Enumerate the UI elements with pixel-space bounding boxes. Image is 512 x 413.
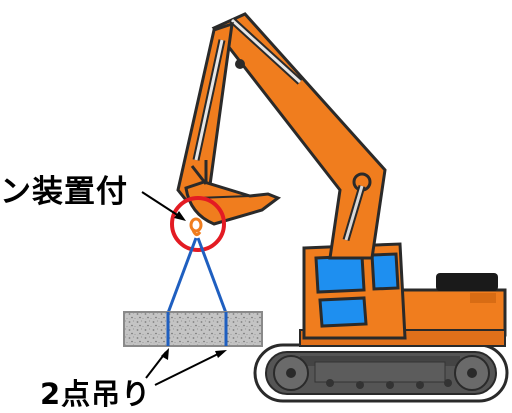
crawler-track [253,343,509,403]
excavator-body [299,242,507,347]
cab-windows [314,252,400,328]
highlight-circle [170,196,226,252]
callout-arrow-hook [141,191,186,221]
hook-attachment [189,217,203,237]
boom [211,12,387,260]
hook-attachment-label: ン装置付 [0,174,128,210]
two-point-lift-label: 2点吊り [40,377,152,411]
track-rollers [273,355,490,391]
concrete-slab-icon [123,311,263,347]
callout-arrows-two-point [145,348,227,386]
